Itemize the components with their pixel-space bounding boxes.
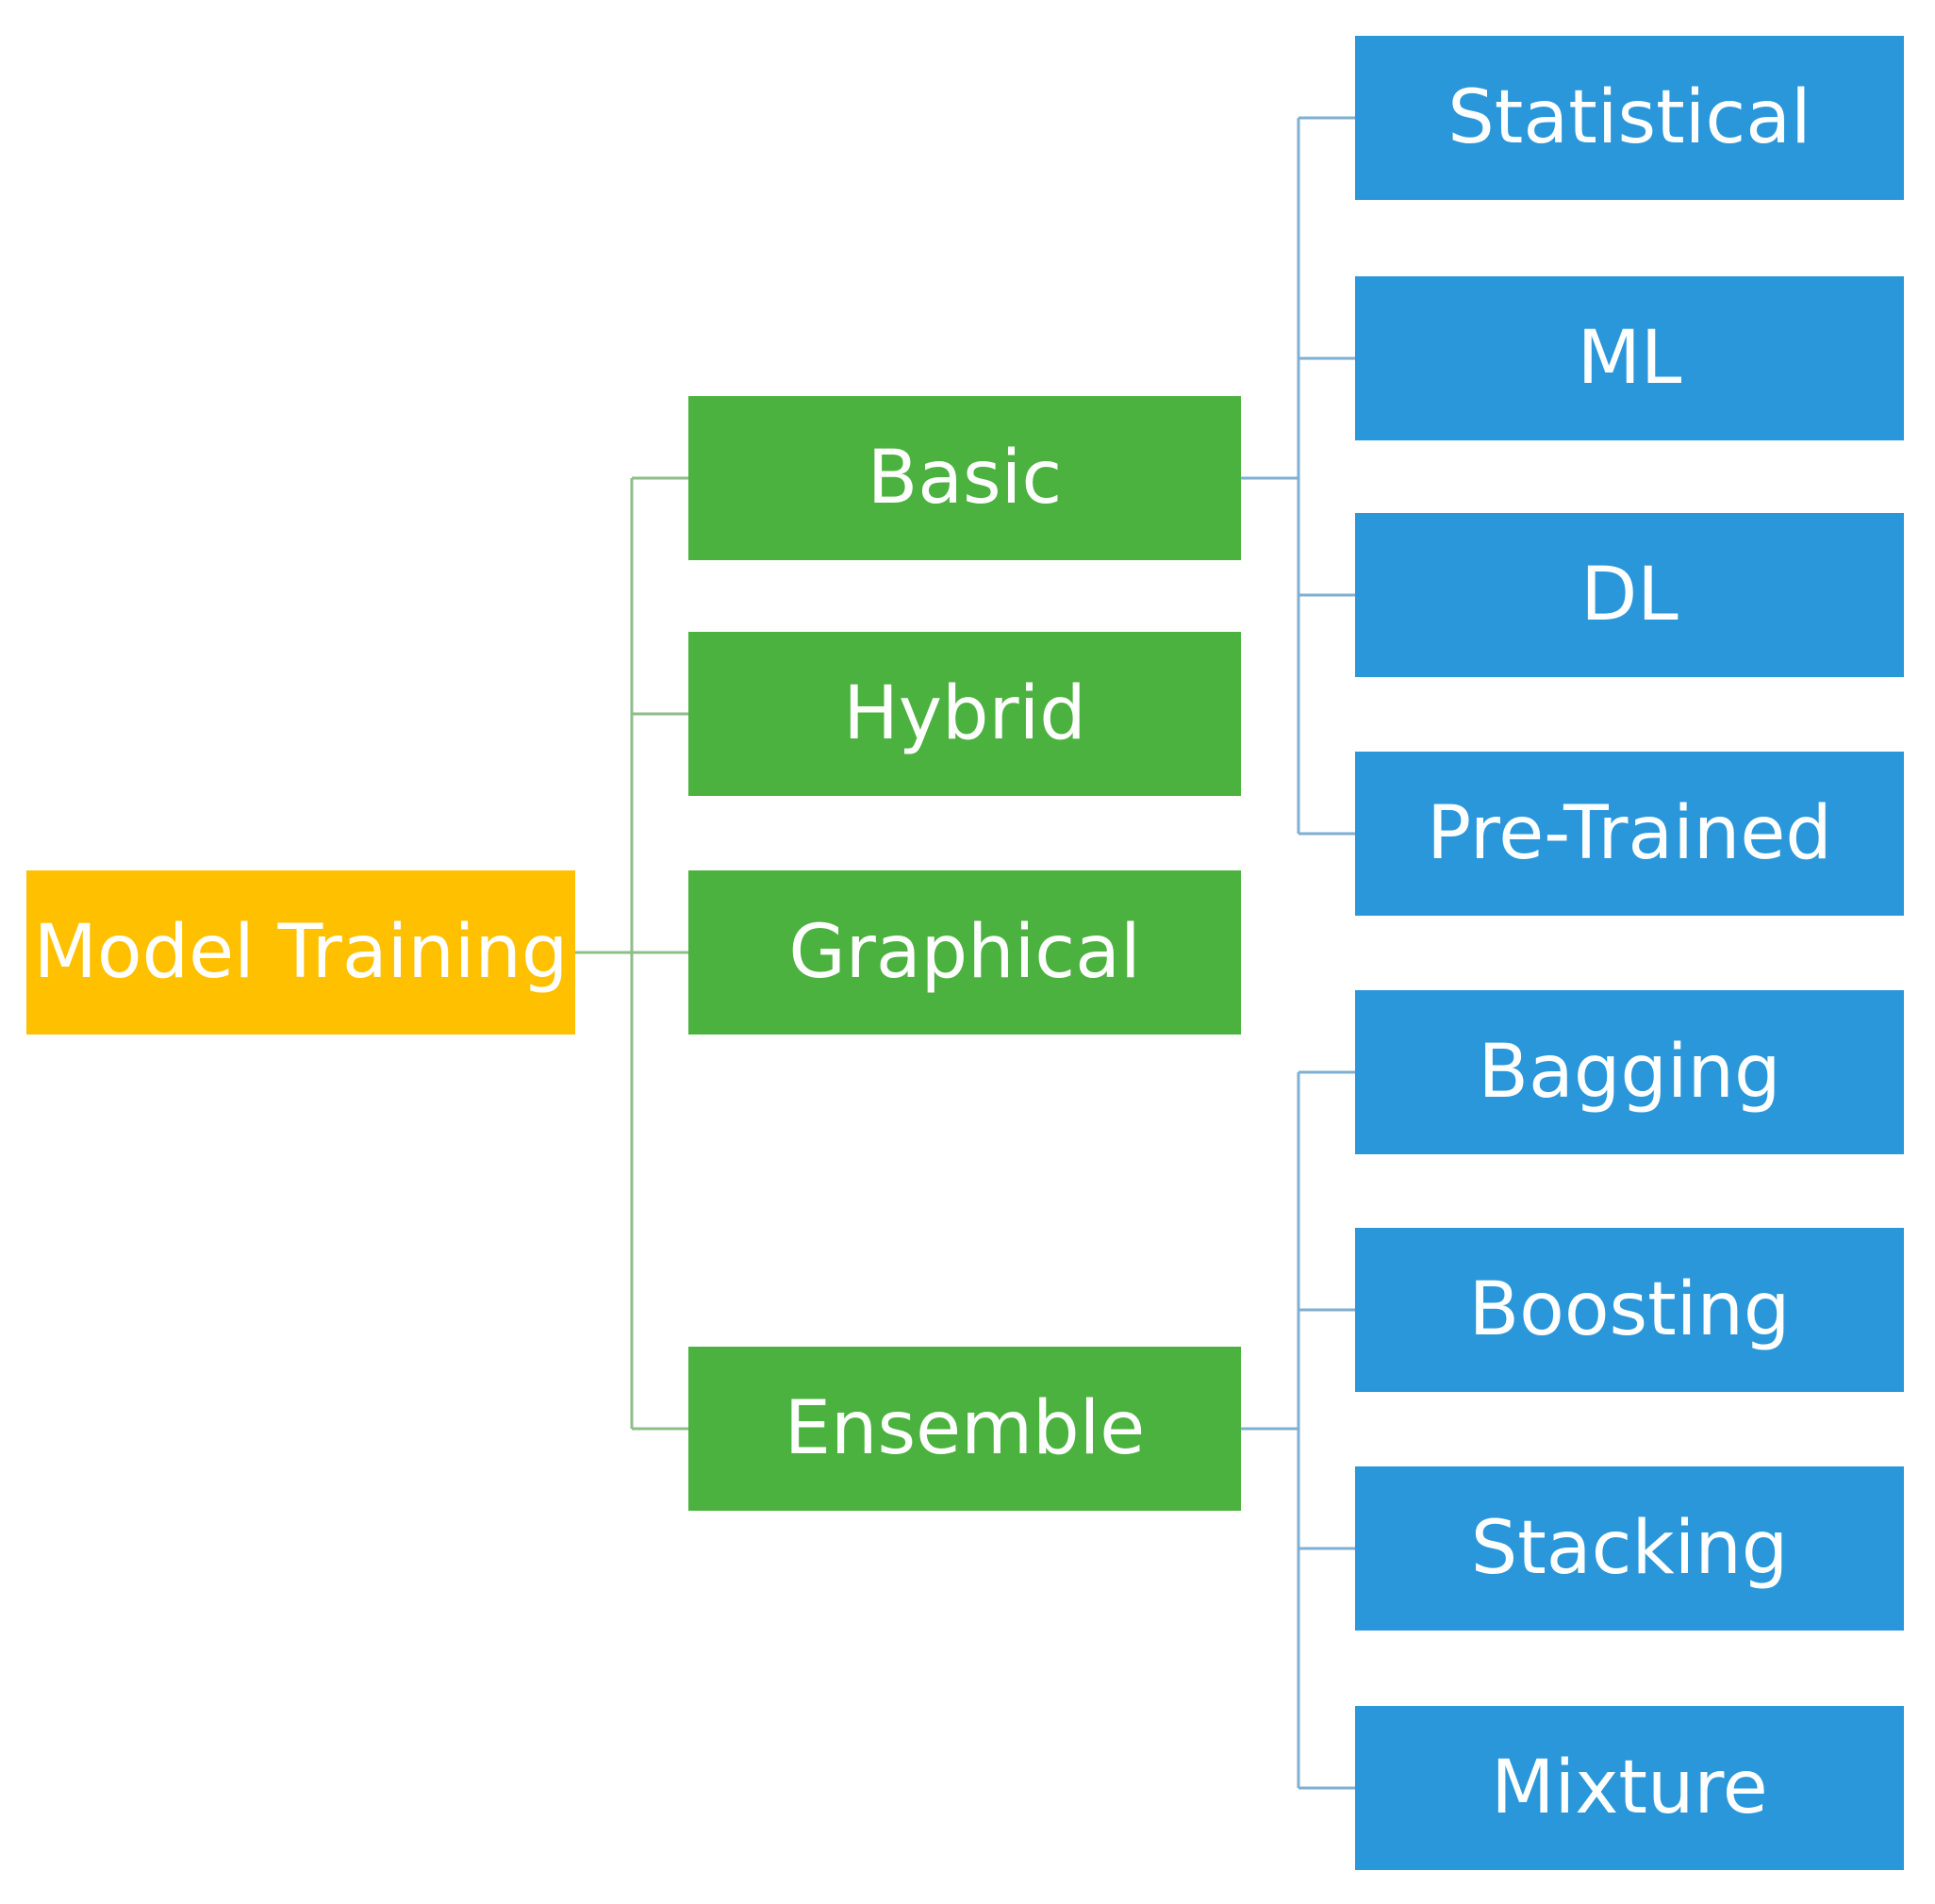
node-ml: ML — [1355, 276, 1904, 440]
node-hybrid: Hybrid — [688, 632, 1241, 796]
node-stacking: Stacking — [1355, 1466, 1904, 1631]
node-ensemble: Ensemble — [688, 1347, 1241, 1511]
node-statistical: Statistical — [1355, 36, 1904, 200]
node-pre-trained: Pre-Trained — [1355, 752, 1904, 916]
node-mixture: Mixture — [1355, 1706, 1904, 1870]
node-graphical: Graphical — [688, 870, 1241, 1035]
node-dl: DL — [1355, 513, 1904, 677]
node-boosting: Boosting — [1355, 1228, 1904, 1392]
node-basic: Basic — [688, 396, 1241, 560]
node-bagging: Bagging — [1355, 990, 1904, 1154]
node-model-training: Model Training — [26, 870, 575, 1035]
